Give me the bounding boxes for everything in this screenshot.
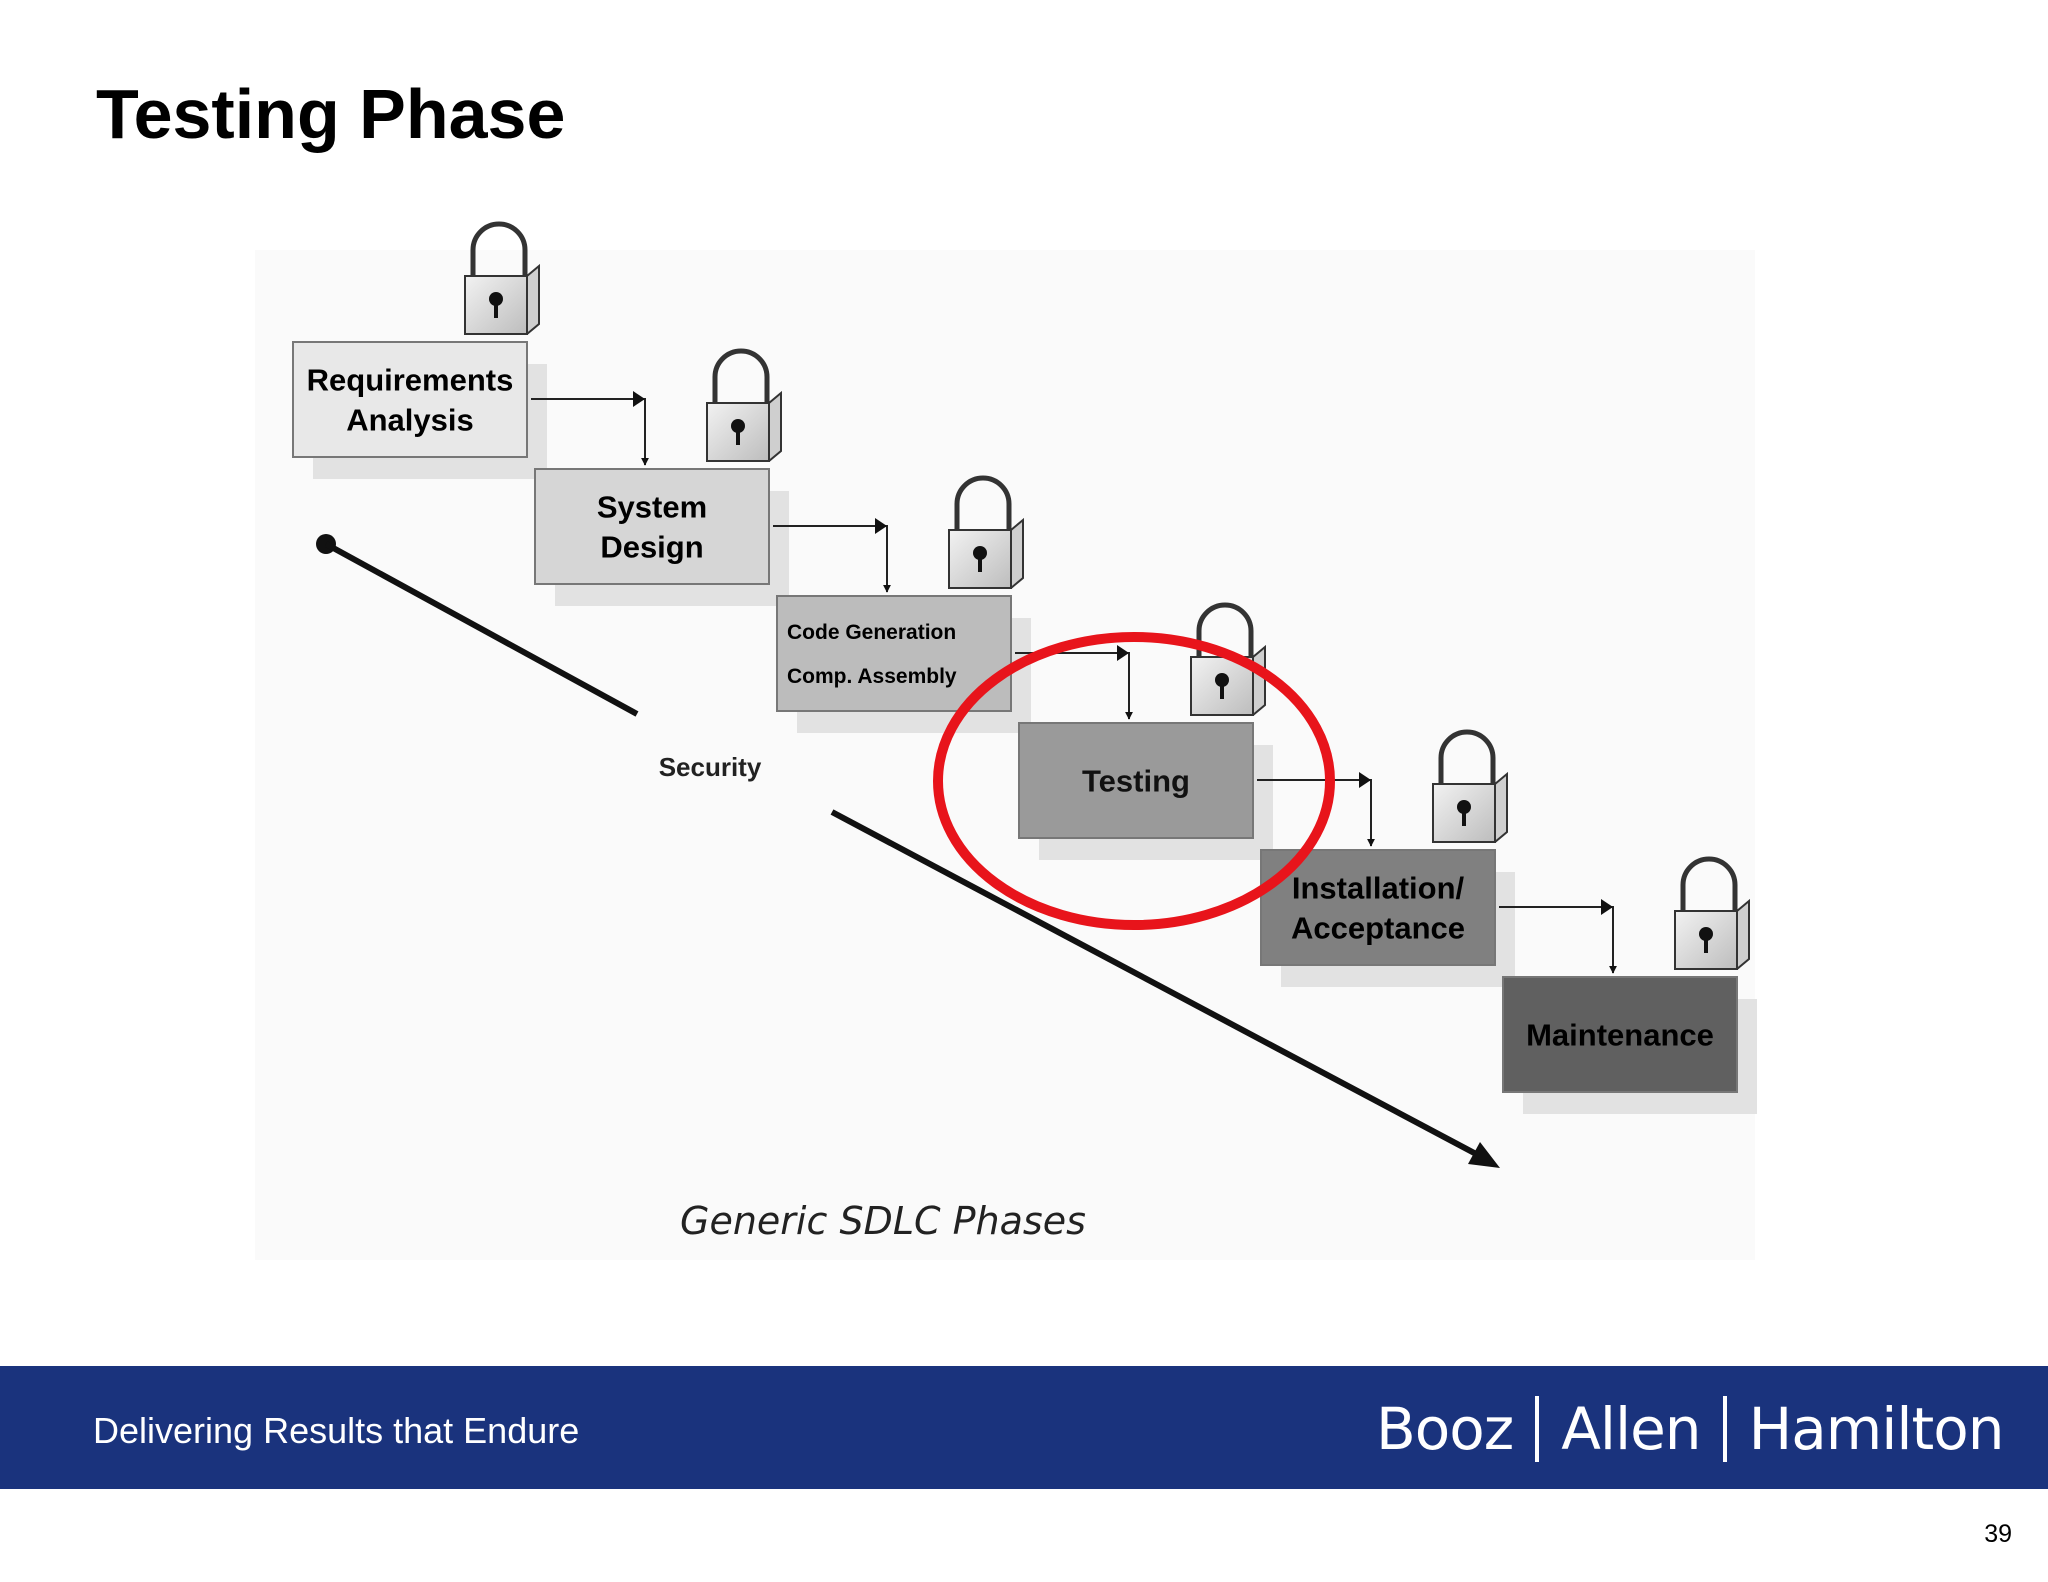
phase-label-line: Acceptance — [1291, 910, 1465, 945]
phase-maintenance: Maintenance — [1502, 856, 1757, 1114]
phase-connector-arrowhead — [633, 391, 645, 407]
highlight-circle — [933, 632, 1335, 930]
phase-box — [1502, 976, 1738, 1093]
phase-connector-arrow — [1499, 906, 1617, 974]
phase-box — [534, 468, 770, 585]
padlock-icon — [1674, 856, 1750, 970]
phase-label-line: Testing — [1082, 763, 1190, 798]
footer-band — [0, 1366, 2048, 1489]
logo-divider — [1722, 1396, 1727, 1462]
security-axis: Security — [316, 534, 1500, 1168]
phase-connector-arrow — [531, 398, 649, 466]
phase-label-line: Installation/ — [1292, 870, 1465, 905]
security-axis-line-lower — [830, 809, 1480, 1158]
padlock-icon — [464, 221, 540, 335]
phase-testing: Testing — [1018, 602, 1375, 860]
logo-word-booz: Booz — [1376, 1395, 1514, 1463]
logo-word-allen: Allen — [1561, 1395, 1701, 1463]
slide-title: Testing Phase — [96, 75, 566, 153]
phase-connector-arrowhead — [1117, 645, 1129, 661]
logo-word-hamilton: Hamilton — [1748, 1395, 2005, 1463]
phase-connector-arrowhead — [875, 518, 887, 534]
logo-divider — [1535, 1396, 1540, 1462]
phase-label-line: Comp. Assembly — [787, 665, 957, 688]
diagram-caption: Generic SDLC Phases — [680, 1199, 1086, 1243]
padlock-icon — [1432, 729, 1508, 843]
phase-installation-acceptance: Installation/Acceptance — [1260, 729, 1617, 987]
phase-label-line: Requirements — [307, 362, 514, 397]
phase-box — [776, 595, 1012, 712]
sdlc-diagram: Security RequirementsAnalysisSystemDesig… — [292, 221, 1757, 1243]
footer-tagline: Delivering Results that Endure — [93, 1410, 580, 1451]
phase-label-line: Analysis — [346, 402, 474, 437]
security-axis-line-upper — [324, 541, 639, 717]
padlock-icon — [948, 475, 1024, 589]
security-axis-arrowhead — [1468, 1142, 1500, 1168]
phase-label-line: Design — [600, 529, 703, 564]
phase-label-line: Code Generation — [787, 621, 956, 644]
phase-connector-arrowhead — [1359, 772, 1371, 788]
booz-allen-hamilton-logo: Booz Allen Hamilton — [1376, 1389, 2005, 1469]
padlock-icon — [706, 348, 782, 462]
phase-connector-arrow — [773, 525, 891, 593]
security-axis-label: Security — [659, 752, 762, 782]
phase-box — [1260, 849, 1496, 966]
phase-box — [1018, 722, 1254, 839]
phase-label-line: Maintenance — [1526, 1017, 1714, 1052]
phase-box — [292, 341, 528, 458]
phase-label-line: System — [597, 489, 707, 524]
phase-connector-arrowhead — [1601, 899, 1613, 915]
page-number: 39 — [1984, 1520, 2012, 1548]
